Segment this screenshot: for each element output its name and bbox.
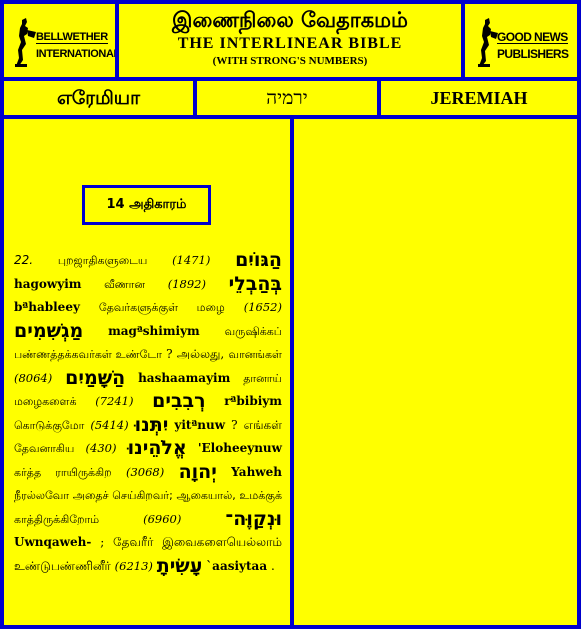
chapter-heading: 14 அதிகாரம் [82, 185, 211, 225]
tamil-word: நீரல்லவோ அதைச் செய்கிறவர்; ஆகையால், உமக்… [14, 489, 282, 526]
verse-number: 22. [14, 253, 34, 267]
title-english: THE INTERLINEAR BIBLE [177, 35, 403, 52]
hebrew-word: רְבִבִים [152, 390, 206, 412]
transliteration: hashaamayim [138, 370, 231, 385]
tamil-word: கர்த்த ராயிருக்கிற [14, 465, 112, 479]
strongs-number: (6960) [143, 511, 182, 526]
strongs-number: (430) [85, 441, 117, 455]
hebrew-word: בְּהַבְלֵי [228, 272, 282, 295]
bellwether-logo-icon [15, 18, 36, 67]
right-logo-line2: PUBLISHERS [497, 47, 569, 61]
verse-text: 22. புறஜாதிகளுடைய (1471) הַגּוֹיִם hagow… [14, 249, 282, 578]
punctuation-text: ; தேவரீர் இவைகளையெல்லாம் உண்டுபண்ணினீர் [14, 535, 282, 573]
hebrew-word: הַשָּׁמַיִם [65, 366, 126, 389]
transliteration: Yahweh [231, 464, 282, 479]
punctuation-text: . [270, 558, 275, 573]
good-news-logo: GOOD NEWS PUBLISHERS [475, 16, 575, 72]
hebrew-word: הַגּוֹיִם [235, 249, 282, 271]
header-title-panel: இணைநிலை வேதாகமம் THE INTERLINEAR BIBLE (… [115, 0, 465, 81]
hebrew-word: עָשִׂיתָ [156, 554, 203, 577]
tamil-word: வருஷிக்கப் பண்ணத்தக்கவர்கள் உண்டோ [14, 324, 282, 362]
right-text-column [290, 115, 581, 629]
hebrew-word: יִתְּנוּ [134, 413, 169, 436]
tamil-word: வானங்கள் [228, 348, 282, 361]
left-logo-line2: INTERNATIONAL [36, 48, 120, 60]
transliteration: rªbibiym [224, 394, 282, 408]
transliteration: bªhableey [14, 300, 80, 314]
strongs-number: (1471) [172, 253, 211, 267]
book-name-tamil: எரேமியா [56, 87, 141, 109]
book-name-hebrew-cell: ירמיה [193, 77, 381, 119]
hebrew-word: אֱלֹהֵינוּ [127, 437, 187, 459]
left-logo-line1: BELLWETHER [36, 31, 108, 44]
strongs-number: (5414) [90, 417, 129, 432]
tamil-word: புறஜாதிகளுடைய [57, 254, 148, 267]
hebrew-word: וּנְקַוֶּה־ [225, 507, 282, 530]
title-tamil: இணைநிலை வேதாகமம் [172, 8, 408, 32]
tamil-word: கொடுக்குமோ [14, 418, 85, 432]
transliteration: magªshimiym [108, 323, 200, 338]
tamil-word: தானாய் மழைகளைக் [14, 371, 282, 409]
strongs-number: (3068) [125, 464, 165, 479]
punctuation-text: ? எங்கள் [231, 417, 282, 432]
bellwether-logo: BELLWETHER INTERNATIONAL [14, 16, 120, 72]
transliteration: hagowyim [14, 276, 82, 291]
strongs-number: (8064) [14, 370, 53, 385]
header-right-logo-panel: GOOD NEWS PUBLISHERS [461, 0, 581, 81]
hebrew-word: יְהוָה [178, 460, 217, 483]
transliteration: Uwnqaweh- [14, 535, 92, 549]
book-name-english-cell: JEREMIAH [377, 77, 581, 119]
book-name-tamil-cell: எரேமியா [0, 77, 197, 119]
right-logo-line1: GOOD NEWS [497, 30, 568, 44]
transliteration: yitªnuw [174, 417, 226, 432]
strongs-number: (1892) [167, 276, 206, 291]
good-news-logo-icon [478, 18, 498, 67]
tamil-word: தேவனாகிய [14, 442, 75, 455]
strongs-number: (7241) [95, 394, 134, 408]
transliteration: 'Eloheeynuw [197, 441, 282, 455]
punctuation-text: ? அல்லது, [166, 347, 225, 361]
book-name-english: JEREMIAH [430, 88, 528, 108]
left-text-column: 14 அதிகாரம் 22. புறஜாதிகளுடைய (1471) הַג… [0, 115, 294, 629]
transliteration: `aasiytaa [206, 558, 268, 573]
header-left-logo-panel: BELLWETHER INTERNATIONAL [0, 0, 120, 81]
tamil-word: வீணான [104, 277, 146, 291]
strongs-number: (1652) [243, 300, 282, 314]
strongs-number: (6213) [114, 558, 153, 573]
hebrew-word: מַגְשִׁמִים [14, 319, 84, 342]
tamil-word: தேவர்களுக்குள் மழை [98, 301, 225, 314]
book-name-hebrew: ירמיה [266, 87, 308, 109]
subtitle: (WITH STRONG'S NUMBERS) [212, 55, 368, 67]
